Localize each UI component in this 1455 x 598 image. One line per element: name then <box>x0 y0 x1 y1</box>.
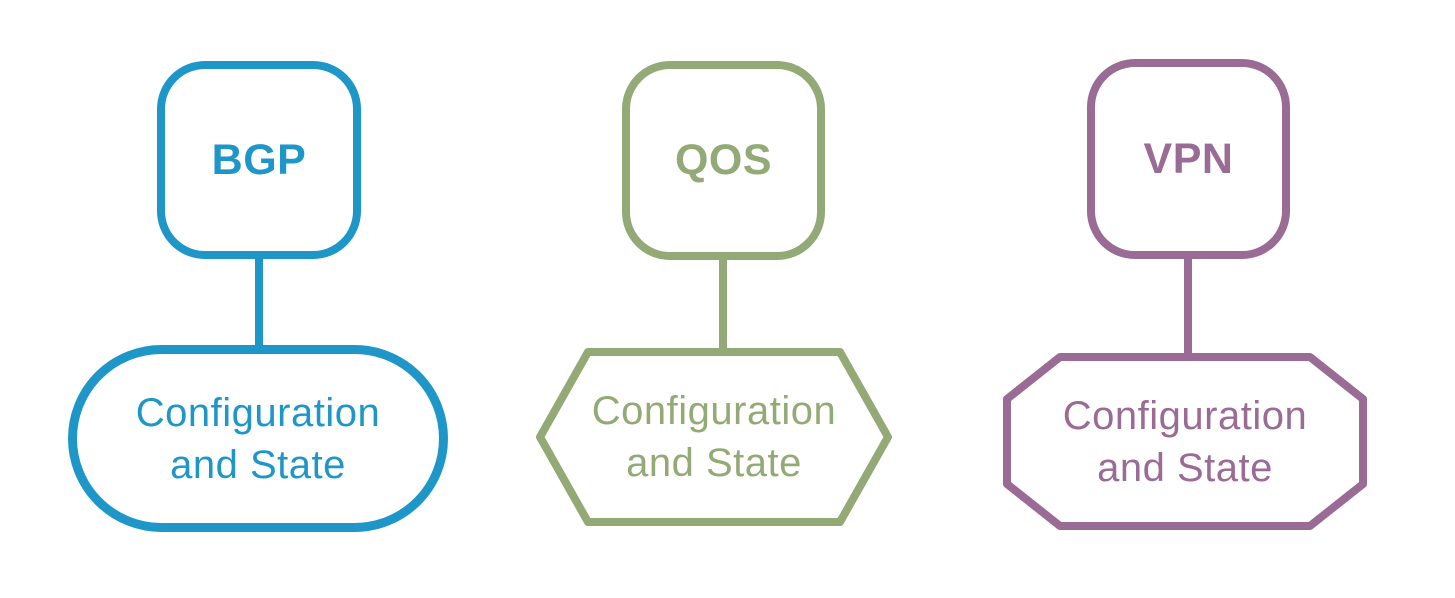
bgp-node-box: BGP <box>157 61 361 259</box>
qos-connector-line <box>719 256 727 352</box>
vpn-config-state-octagon <box>1003 353 1367 530</box>
qos-config-state-hexagon <box>536 348 892 526</box>
config-state-label-line1: Configuration <box>591 389 837 433</box>
config-state-label-line2: and State <box>170 442 346 487</box>
bgp-connector-line <box>255 255 263 350</box>
bgp-config-state-stadium <box>68 345 448 532</box>
vpn-node-box: VPN <box>1087 59 1290 259</box>
config-state-label-line2: and State <box>1097 445 1273 490</box>
config-state-label-line1: Configuration <box>135 390 381 435</box>
vpn-config-state-label: Configuration and State <box>1003 353 1367 530</box>
config-state-label-line1: Configuration <box>1062 393 1308 438</box>
vpn-connector-line <box>1184 255 1192 357</box>
bgp-node-label: BGP <box>211 135 307 184</box>
config-state-label-line2: and State <box>626 441 802 485</box>
vpn-node-label: VPN <box>1143 134 1234 183</box>
qos-config-state-label: Configuration and State <box>535 347 893 527</box>
qos-node-label: QOS <box>674 136 773 184</box>
bgp-config-state-label: Configuration and State <box>68 345 448 532</box>
